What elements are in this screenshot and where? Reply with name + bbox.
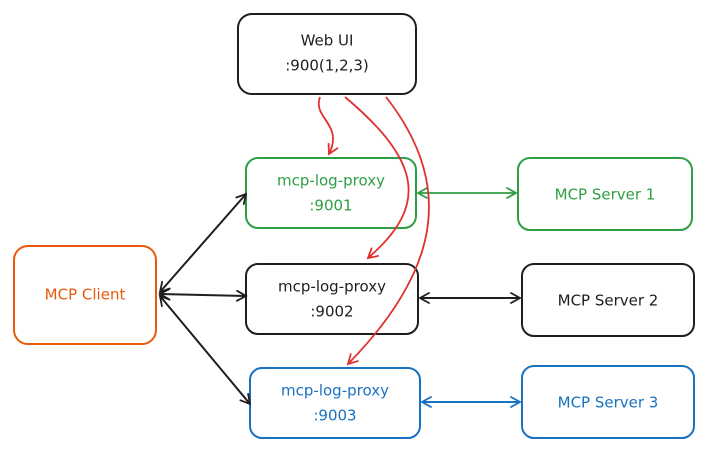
proxy-9002-node: mcp-log-proxy :9002: [245, 263, 419, 335]
mcp-client-box: [13, 245, 157, 345]
edge-client-proxy-9003: [158, 294, 252, 406]
mcp-client-label: MCP Client: [45, 286, 126, 304]
proxy-9001-box: [245, 157, 417, 229]
proxy-9002-title: mcp-log-proxy: [278, 278, 386, 296]
edge-client-proxy-9001: [158, 192, 248, 294]
mcp-server-2-box: [521, 263, 695, 337]
proxy-9002-box: [245, 263, 419, 335]
edge-webui-proxy-9001: [317, 96, 339, 156]
proxy-9003-box: [249, 367, 421, 439]
proxy-9001-port: :9001: [309, 197, 352, 215]
mcp-server-1-node: MCP Server 1: [517, 157, 693, 231]
edge-webui-proxy-9002: [344, 96, 410, 260]
edge-client-proxy-9002: [158, 288, 248, 302]
web-ui-node: Web UI :900(1,2,3): [237, 13, 417, 95]
mcp-client-node: MCP Client: [13, 245, 157, 345]
mcp-server-2-node: MCP Server 2: [521, 263, 695, 337]
proxy-9001-node: mcp-log-proxy :9001: [245, 157, 417, 229]
mcp-server-3-label: MCP Server 3: [558, 394, 659, 412]
mcp-server-1-box: [517, 157, 693, 231]
mcp-server-3-node: MCP Server 3: [521, 365, 695, 439]
web-ui-title: Web UI: [301, 32, 354, 50]
proxy-9003-title: mcp-log-proxy: [281, 382, 389, 400]
proxy-9002-port: :9002: [310, 303, 353, 321]
edge-webui-proxy-9003: [346, 96, 430, 366]
mcp-server-3-box: [521, 365, 695, 439]
mcp-server-2-label: MCP Server 2: [558, 292, 659, 310]
proxy-9001-title: mcp-log-proxy: [277, 172, 385, 190]
proxy-9003-port: :9003: [313, 407, 356, 425]
web-ui-box: [237, 13, 417, 95]
web-ui-ports: :900(1,2,3): [285, 57, 369, 75]
proxy-9003-node: mcp-log-proxy :9003: [249, 367, 421, 439]
mcp-server-1-label: MCP Server 1: [555, 186, 656, 204]
